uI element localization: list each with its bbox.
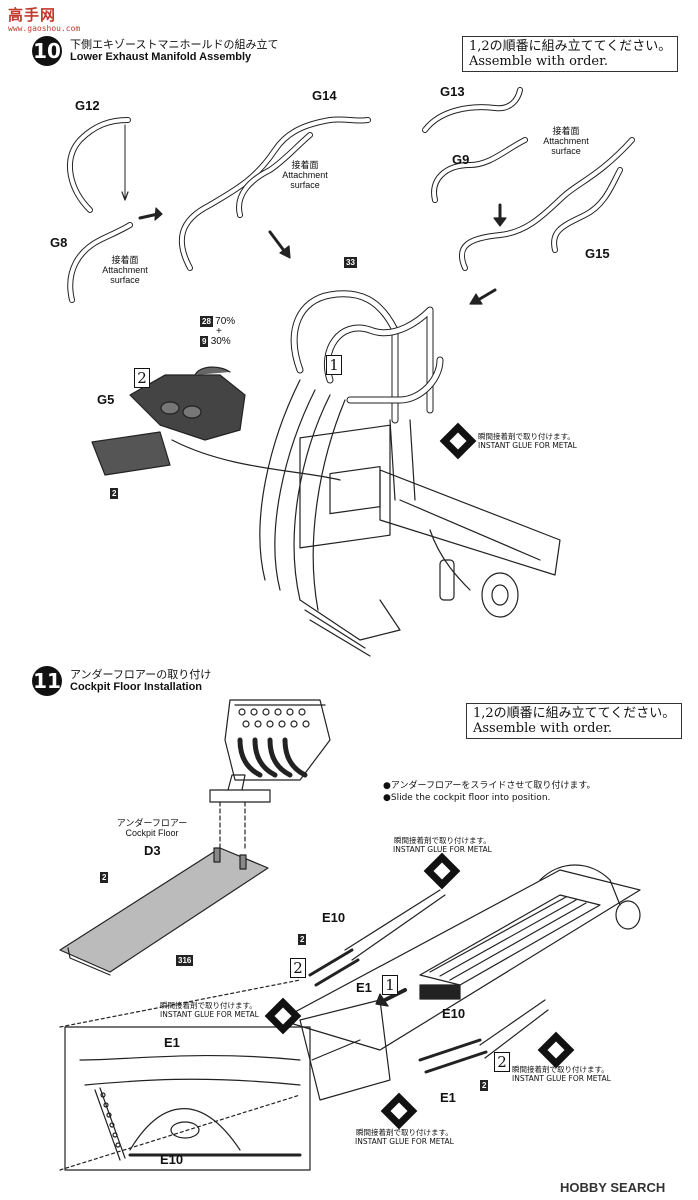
watermark-brand: 高手网 (8, 7, 57, 24)
glue-en: INSTANT GLUE FOR METAL (355, 1137, 454, 1146)
attach-jp: 接着面 (111, 255, 139, 265)
glue-en: INSTANT GLUE FOR METAL (512, 1074, 611, 1083)
mix-b: 30% (210, 336, 231, 347)
chip-2: 2 (110, 488, 119, 499)
glue-en: INSTANT GLUE FOR METAL (393, 845, 492, 854)
part-g15: G15 (585, 246, 610, 261)
order-note-en: Assemble with order. (473, 721, 613, 736)
part-g14: G14 (312, 88, 337, 103)
part-e10-left: E10 (322, 910, 346, 925)
step-11-instructions: ●アンダーフロアーをスライドさせて取り付けます。 ●Slide the cock… (383, 780, 596, 804)
glue-note-top: 瞬間接着剤で取り付けます。 INSTANT GLUE FOR METAL (393, 836, 492, 854)
part-g13: G13 (440, 84, 465, 99)
part-d3: D3 (144, 843, 161, 858)
order-2-marker-right: 2 (494, 1052, 510, 1072)
part-e10-right: E10 (442, 1006, 466, 1021)
step-10-badge: 10 (32, 36, 62, 66)
chip-2-floor: 2 (100, 872, 109, 883)
part-e1-right: E1 (440, 1090, 456, 1105)
step-10-order-note: 1,2の順番に組み立ててください。 Assemble with order. (462, 36, 679, 72)
glue-jp: 瞬間接着剤で取り付けます。 (160, 1001, 257, 1010)
glue-jp: 瞬間接着剤で取り付けます。 (512, 1065, 609, 1074)
glue-icon (423, 852, 461, 890)
attach-en: Attachment surface (282, 170, 328, 190)
step-10-title-jp: 下側エキゾーストマニホールドの組み立て (70, 38, 279, 51)
order-1-marker: 1 (326, 355, 342, 375)
floor-en: Cockpit Floor (125, 828, 179, 838)
mix-plus: + (216, 326, 222, 337)
chip-33: 33 (344, 257, 357, 268)
glue-icon (264, 997, 302, 1035)
attach-label-g14: 接着面 Attachment surface (275, 160, 335, 190)
inset-part-e1: E1 (164, 1035, 180, 1050)
inset-part-e10: E10 (160, 1152, 184, 1167)
order-2-marker: 2 (134, 368, 150, 388)
glue-icon (537, 1031, 575, 1069)
chip-28: 28 (200, 316, 213, 327)
step-11-title-jp: アンダーフロアーの取り付け (70, 668, 212, 681)
attach-label-g8: 接着面 Attachment surface (95, 255, 155, 285)
chip-316: 316 (176, 955, 194, 966)
chip-9: 9 (200, 336, 209, 347)
bullet-jp: ●アンダーフロアーをスライドさせて取り付けます。 (383, 781, 596, 791)
glue-note-bottom: 瞬間接着剤で取り付けます。 INSTANT GLUE FOR METAL (355, 1128, 454, 1146)
paint-mix: 28 70% + 9 30% (200, 316, 235, 347)
glue-jp: 瞬間接着剤で取り付けます。 (394, 836, 491, 845)
attach-en: Attachment surface (543, 136, 589, 156)
bullet-en: ●Slide the cockpit floor into position. (383, 793, 551, 803)
glue-icon (439, 422, 477, 460)
part-g12: G12 (75, 98, 100, 113)
step-11-title-en: Cockpit Floor Installation (70, 681, 203, 693)
glue-note-left: 瞬間接着剤で取り付けます。 INSTANT GLUE FOR METAL (160, 1001, 259, 1019)
mix-a: 70% (215, 316, 236, 327)
order-note-jp: 1,2の順番に組み立ててください。 (469, 39, 672, 54)
part-e1-left: E1 (356, 980, 372, 995)
glue-note-right: 瞬間接着剤で取り付けます。 INSTANT GLUE FOR METAL (512, 1065, 611, 1083)
step-10-title-en: Lower Exhaust Manifold Assembly (70, 51, 252, 63)
step-11-badge: 11 (32, 666, 62, 696)
glue-jp: 瞬間接着剤で取り付けます。 (356, 1128, 453, 1137)
chip-2-right: 2 (480, 1080, 489, 1091)
order-1-marker: 1 (382, 975, 398, 995)
glue-icon (380, 1092, 418, 1130)
part-g5: G5 (97, 392, 115, 407)
floor-jp: アンダーフロアー (116, 818, 188, 828)
step-11-order-note: 1,2の順番に組み立ててください。 Assemble with order. (466, 703, 683, 739)
part-g8: G8 (50, 235, 68, 250)
watermark-url: www.gaoshou.com (8, 24, 81, 33)
glue-note-step10: 瞬間接着剤で取り付けます。 INSTANT GLUE FOR METAL (478, 432, 577, 450)
attach-label-g9: 接着面 Attachment surface (536, 126, 596, 156)
attach-jp: 接着面 (552, 126, 580, 136)
footer-logo: HOBBY SEARCH (560, 1180, 666, 1195)
glue-en: INSTANT GLUE FOR METAL (478, 441, 577, 450)
glue-jp: 瞬間接着剤で取り付けます。 (478, 432, 575, 441)
part-g9: G9 (452, 152, 470, 167)
order-note-en: Assemble with order. (469, 54, 609, 69)
order-2-marker-left: 2 (290, 958, 306, 978)
attach-jp: 接着面 (291, 160, 319, 170)
glue-en: INSTANT GLUE FOR METAL (160, 1010, 259, 1019)
order-note-jp: 1,2の順番に組み立ててください。 (473, 706, 676, 721)
attach-en: Attachment surface (102, 265, 148, 285)
chip-2-left: 2 (298, 934, 307, 945)
floor-label: アンダーフロアー Cockpit Floor (112, 818, 192, 838)
